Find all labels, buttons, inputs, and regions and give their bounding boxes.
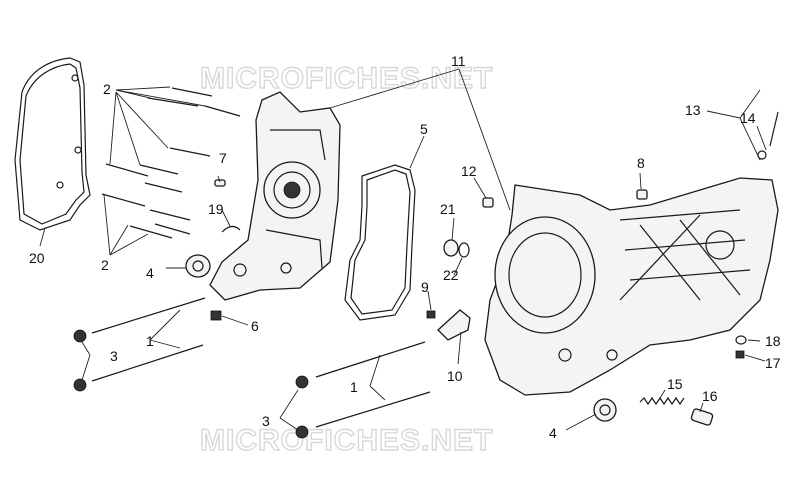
part-18-washer	[735, 335, 747, 345]
label-17: 17	[765, 355, 781, 371]
label-1-center: 1	[350, 379, 358, 395]
label-1-left: 1	[146, 333, 154, 349]
label-2-top: 2	[103, 81, 111, 97]
label-14: 14	[740, 110, 756, 126]
label-19: 19	[208, 201, 224, 217]
part-2-bolts	[101, 87, 241, 239]
label-8: 8	[637, 155, 645, 171]
part-7-pin	[214, 179, 226, 187]
callout-labels: 2 2 1 1 3 3 4 4 5 6 7 8 9 10 11 12 13 14…	[29, 53, 781, 441]
part-17-screw	[735, 350, 745, 359]
part-15-spring	[639, 396, 685, 406]
part-9-screw	[426, 310, 436, 319]
part-3-nuts	[73, 329, 309, 439]
part-8-dowel	[636, 189, 648, 200]
label-18: 18	[765, 333, 781, 349]
part-22-o-ring	[458, 242, 470, 258]
part-6-plug	[210, 310, 222, 321]
label-22: 22	[443, 267, 459, 283]
label-3-left: 3	[110, 348, 118, 364]
label-7: 7	[219, 150, 227, 166]
part-10-bracket	[437, 309, 471, 341]
part-21-bushing	[443, 239, 459, 257]
part-12-dowel	[482, 197, 494, 208]
leader-lines	[39, 68, 767, 431]
part-19-clip	[221, 225, 241, 233]
watermark-top: MICROFICHES.NET	[200, 62, 493, 95]
part-16-plunger	[690, 408, 714, 426]
label-12: 12	[461, 163, 477, 179]
label-15: 15	[667, 376, 683, 392]
label-5: 5	[420, 121, 428, 137]
part-4-bushings	[185, 254, 617, 422]
label-2-bottom: 2	[101, 257, 109, 273]
label-6: 6	[251, 318, 259, 334]
part-1-studs	[91, 297, 431, 428]
left-crankcase-half	[209, 91, 341, 301]
part-5-gasket	[344, 164, 416, 321]
label-11: 11	[451, 53, 466, 69]
label-3-center: 3	[262, 413, 270, 429]
label-4-right: 4	[549, 425, 557, 441]
part-20-gasket	[14, 57, 91, 231]
label-13: 13	[685, 102, 701, 118]
watermark-bottom: MICROFICHES.NET	[200, 424, 493, 457]
label-16: 16	[702, 388, 718, 404]
label-4-left: 4	[146, 265, 154, 281]
label-9: 9	[421, 279, 429, 295]
right-crankcase-half	[484, 177, 779, 396]
label-21: 21	[440, 201, 456, 217]
label-10: 10	[447, 368, 463, 384]
label-20: 20	[29, 250, 45, 266]
